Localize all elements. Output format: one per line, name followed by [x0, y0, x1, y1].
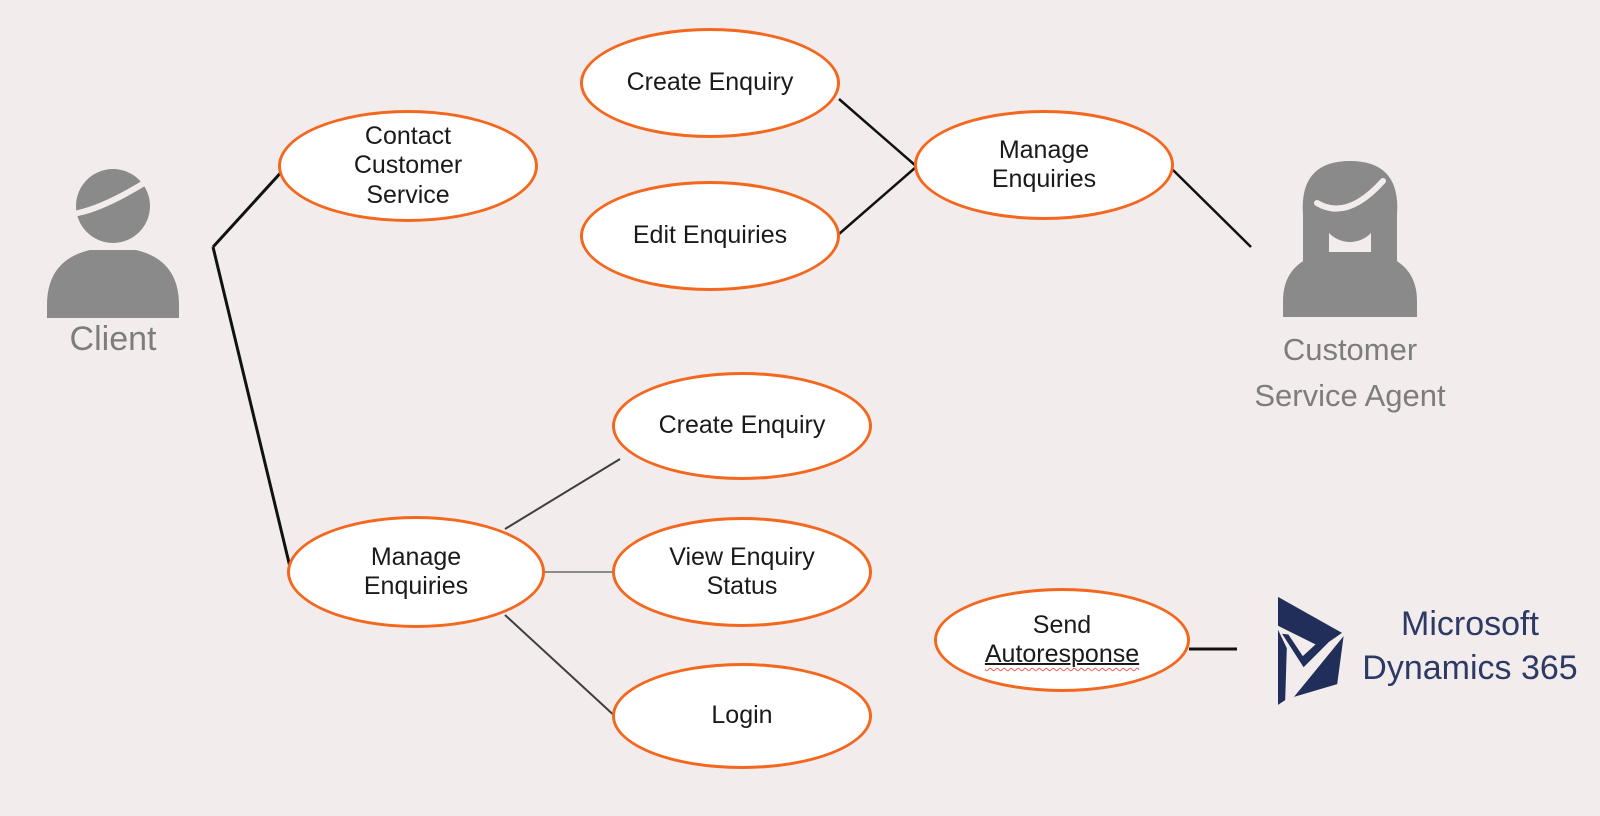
connector-manage-enquiries-create-enquiry — [504, 458, 621, 530]
usecase-view-enquiry-status: View Enquiry Status — [612, 517, 872, 627]
usecase-label-line-underlined: Autoresponse — [985, 640, 1139, 670]
usecase-label-line: Manage — [370, 542, 462, 571]
usecase-label-line: Edit Enquiries — [632, 221, 788, 250]
agent-label-line: Service — [1254, 378, 1358, 413]
usecase-manage-enquiries-client: Manage Enquiries — [287, 516, 545, 628]
connector-client-manage-enquiries — [211, 246, 292, 568]
usecase-label-line: Customer — [353, 151, 463, 180]
usecase-label-line: Create Enquiry — [626, 68, 794, 97]
usecase-send-autoresponse: Send Autoresponse — [934, 588, 1190, 692]
brand-text-line: Microsoft — [1401, 605, 1539, 643]
client-actor-icon — [47, 169, 179, 318]
usecase-label-line: Status — [706, 572, 778, 600]
usecase-create-enquiry-client: Create Enquiry — [612, 372, 872, 480]
dynamics365-brand-text: Microsoft Dynamics 365 — [1360, 602, 1580, 690]
usecase-label-line: Create Enquiry — [658, 411, 826, 440]
usecase-label-line: Enquiries — [991, 165, 1097, 193]
client-actor-label: Client — [69, 320, 157, 358]
connector-edit-enquiries-manage-enquiries — [838, 166, 917, 235]
usecase-manage-enquiries-agent: Manage Enquiries — [914, 110, 1174, 220]
usecase-label-line: View Enquiry — [669, 542, 815, 571]
agent-actor-label: Customer Service Agent — [1250, 327, 1450, 419]
usecase-label-line: Contact — [364, 121, 452, 150]
usecase-login: Login — [612, 663, 872, 769]
agent-label-line: Customer — [1282, 332, 1418, 367]
usecase-label-line: Login — [711, 701, 773, 730]
dynamics365-logo-icon — [1278, 596, 1344, 705]
spellcheck-squiggle-text: Autoresponse — [984, 640, 1140, 668]
usecase-edit-enquiries: Edit Enquiries — [580, 181, 840, 291]
brand-text-line: Dynamics 365 — [1362, 649, 1578, 687]
connector-manage-enquiries-agent — [1171, 168, 1252, 248]
usecase-contact-customer-service: Contact Customer Service — [278, 110, 538, 222]
usecase-label-line: Send — [1032, 610, 1092, 639]
usecase-create-enquiry-top: Create Enquiry — [580, 28, 840, 138]
connector-client-contact-customer-service — [211, 166, 287, 249]
usecase-label-line: Enquiries — [363, 572, 469, 600]
connector-create-enquiry-manage-enquiries — [838, 98, 917, 167]
connector-manage-enquiries-login — [504, 614, 619, 720]
usecase-label-line: Manage — [998, 135, 1090, 164]
usecase-label-line: Service — [366, 180, 450, 209]
agent-actor-icon — [1283, 161, 1417, 317]
agent-label-line: Agent — [1364, 378, 1446, 413]
